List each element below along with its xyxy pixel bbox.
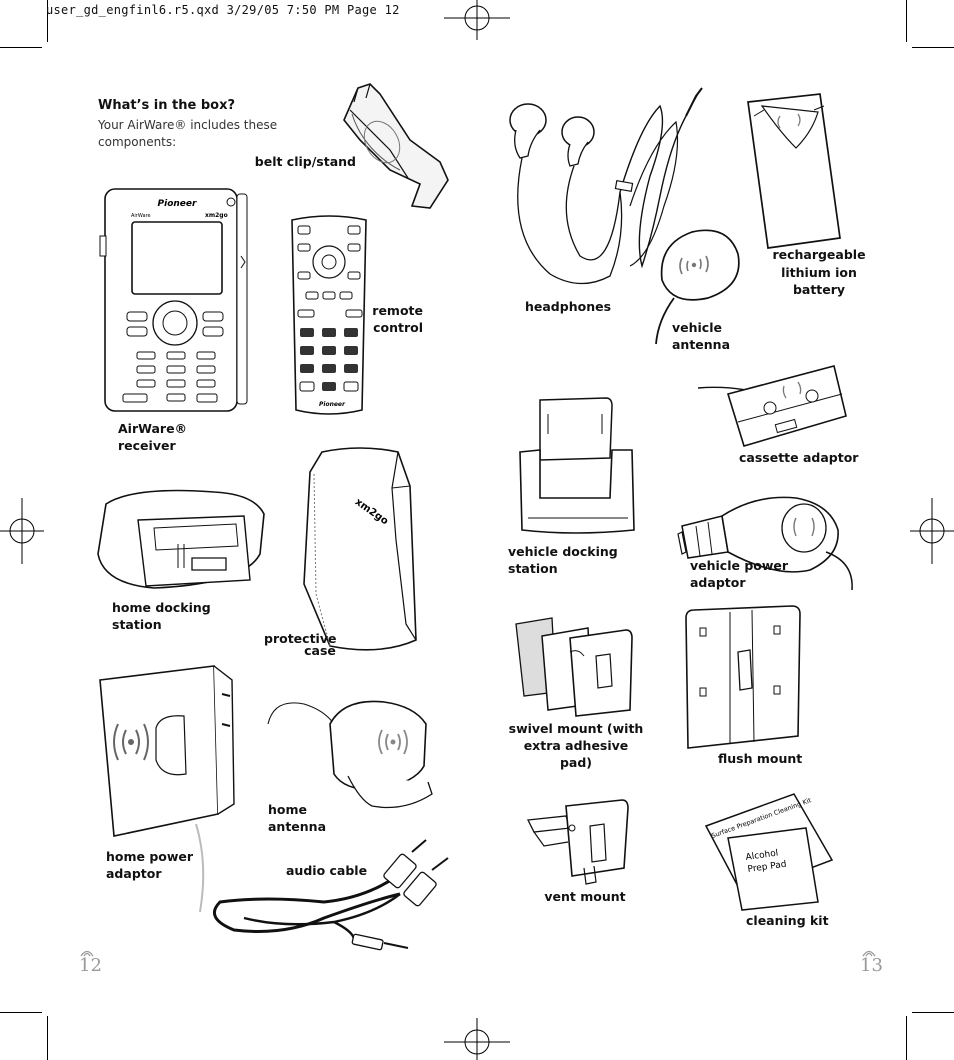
- label-home-power-1: home power: [106, 849, 194, 864]
- registration-mark-left: [0, 496, 44, 566]
- swivel-mount-illustration: [512, 612, 636, 720]
- label-vent-mount: vent mount: [544, 889, 626, 904]
- vent-mount-illustration: [524, 798, 636, 886]
- xm-signal-icon: [80, 947, 94, 957]
- page-heading: What’s in the box?: [98, 98, 235, 113]
- label-cleaning-kit: cleaning kit: [746, 913, 829, 928]
- label-belt-clip: belt clip/stand: [254, 154, 356, 169]
- brand-wordmark: Pioneer: [158, 199, 197, 209]
- label-headphones: headphones: [525, 299, 612, 314]
- registration-mark-top: [440, 0, 514, 42]
- registration-mark-right: [910, 496, 954, 566]
- xm-wordmark: xm2go: [205, 212, 228, 219]
- intro-text: Your AirWare® includes these components:: [98, 118, 278, 149]
- remote-brand-wordmark: Pioneer: [319, 401, 346, 408]
- label-vehicle-antenna: vehicle antenna: [672, 320, 731, 352]
- product-wordmark: AirWare: [131, 213, 151, 219]
- label-airware-receiver: AirWare® receiver: [118, 421, 188, 453]
- label-battery-3: battery: [792, 282, 846, 297]
- label-audio-cable: audio cable: [286, 863, 368, 878]
- prep-pad-text-1: Alcohol: [745, 848, 779, 862]
- vehicle-power-adaptor-illustration: [676, 486, 860, 590]
- cleaning-kit-illustration: Surface Preparation Cleaning Kit Alcohol…: [702, 790, 836, 914]
- label-vehicle-docking-station: vehicle docking station: [508, 544, 618, 576]
- page-number-left: 12: [79, 955, 102, 976]
- label-remote-1: remote: [372, 303, 423, 318]
- home-docking-station-illustration: [94, 484, 270, 594]
- label-battery-1: rechargeable: [772, 247, 866, 262]
- cassette-adaptor-illustration: [692, 362, 850, 452]
- vehicle-antenna-illustration: [648, 224, 748, 346]
- label-swivel-2: extra adhesive pad): [523, 738, 629, 770]
- page-number-right: 13: [860, 955, 883, 976]
- home-antenna-illustration: [264, 684, 444, 814]
- label-swivel-1: swivel mount (with: [508, 721, 644, 736]
- audio-cable-illustration: [204, 838, 468, 960]
- label-protective-case-1: protective: [264, 631, 337, 646]
- airware-receiver-illustration: Pioneer AirWare xm2go: [99, 186, 251, 416]
- protective-case-illustration: xm2go: [300, 444, 422, 660]
- label-home-docking-station: home docking station: [112, 600, 211, 632]
- flush-mount-illustration: [680, 604, 806, 752]
- registration-mark-bottom: [440, 1016, 514, 1060]
- print-slug: user_gd_engfinl6.r5.qxd 3/29/05 7:50 PM …: [46, 3, 400, 17]
- label-flush-mount: flush mount: [718, 751, 803, 766]
- headphones-illustration: [500, 86, 714, 296]
- vehicle-docking-station-illustration: [514, 394, 638, 534]
- battery-illustration: [740, 92, 844, 252]
- belt-clip-illustration: [330, 80, 460, 215]
- label-vehicle-power-adaptor: vehicle power adaptor: [690, 558, 789, 590]
- label-remote-2: control: [373, 320, 423, 335]
- label-protective-case-2: case: [304, 643, 336, 658]
- label-battery-2: lithium ion: [781, 265, 857, 280]
- label-home-antenna: home antenna: [268, 802, 327, 834]
- xm-signal-icon: [862, 947, 876, 957]
- remote-control-illustration: Pioneer: [284, 214, 374, 420]
- label-cassette-adaptor: cassette adaptor: [739, 450, 859, 465]
- home-power-adaptor-illustration: [96, 664, 246, 914]
- label-home-power-2: adaptor: [106, 866, 162, 881]
